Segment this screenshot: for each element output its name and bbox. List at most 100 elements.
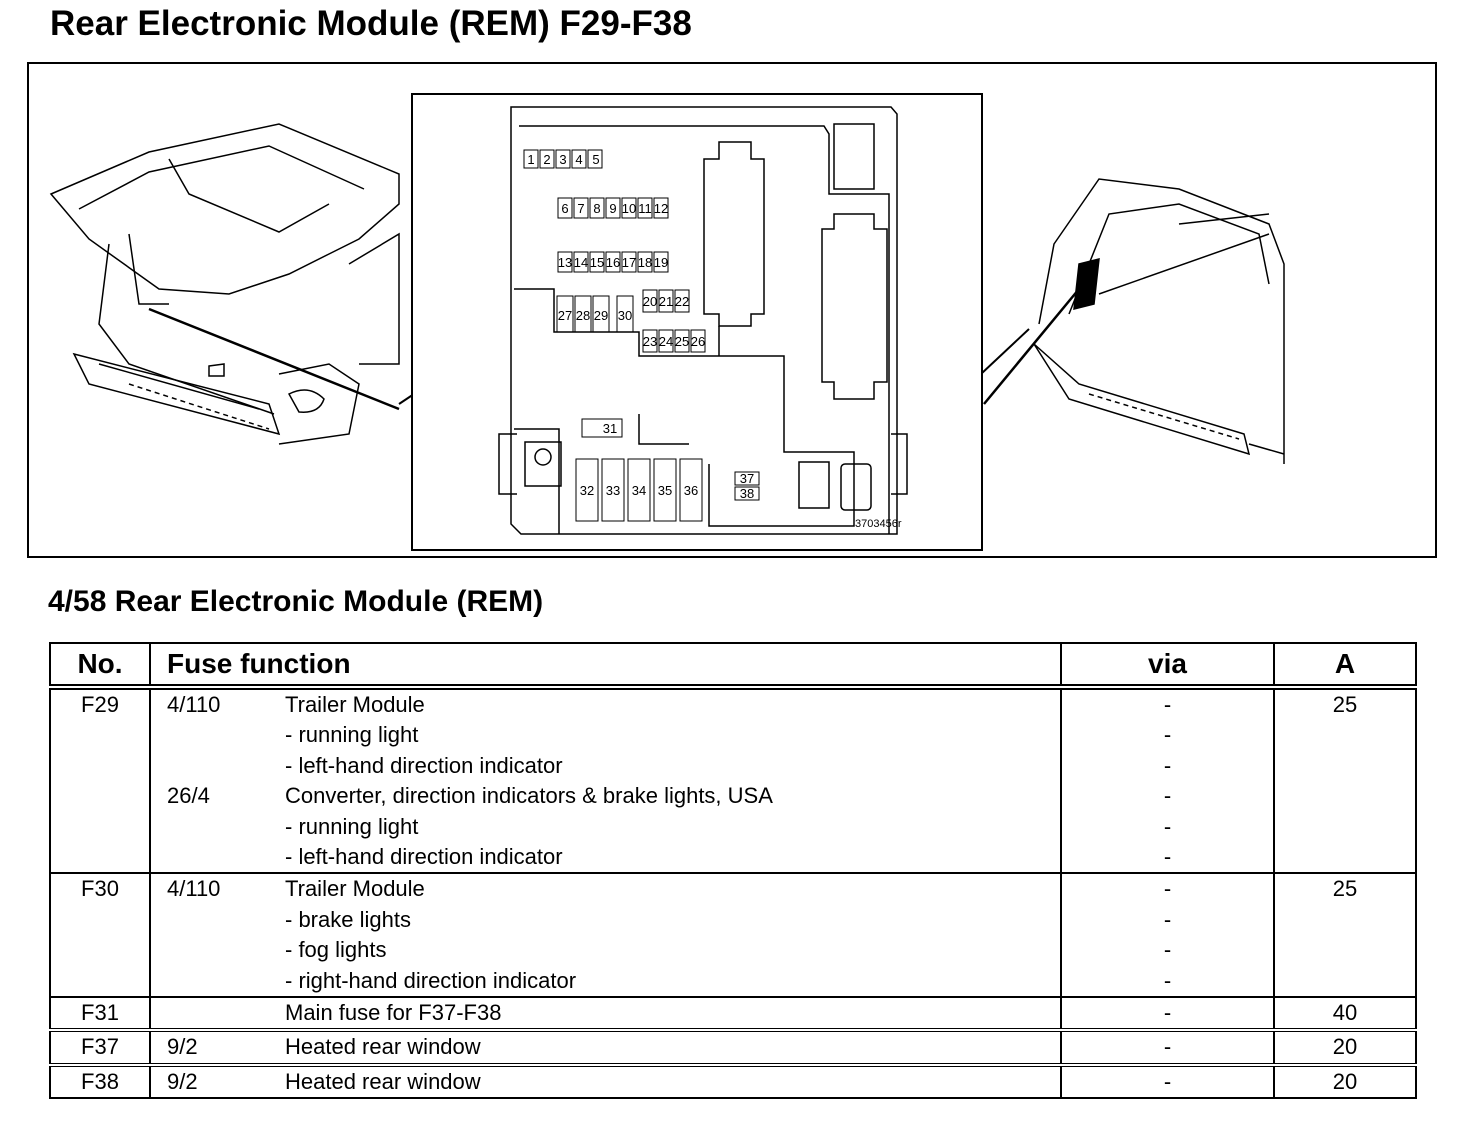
via-value: - — [1163, 692, 1172, 717]
fuse-via: ---- — [1060, 873, 1275, 997]
fuse-amperage: 25 — [1273, 687, 1417, 874]
fuse-via: - — [1060, 1030, 1275, 1065]
fuse-label: 29 — [594, 308, 608, 323]
fuse-number: F29 — [49, 687, 151, 874]
fuse-small-row-2: 6 7 8 9 10 11 12 — [557, 197, 669, 219]
component-code — [151, 966, 285, 996]
fuse-amperage: 40 — [1273, 996, 1417, 1031]
function-text: - brake lights — [285, 906, 411, 932]
fuse-amperage: 20 — [1273, 1030, 1417, 1065]
component-code — [151, 935, 285, 965]
fuse-label: 23 — [643, 334, 657, 349]
via-value: - — [1163, 843, 1172, 869]
fuse-label: 25 — [675, 334, 689, 349]
via-value: - — [1163, 752, 1172, 778]
page-title: Rear Electronic Module (REM) F29-F38 — [50, 4, 692, 43]
fuse-small-row-5: 23 24 25 26 — [642, 329, 706, 353]
fuse-label: 11 — [638, 201, 652, 216]
fuse-function: Main fuse for F37-F38 — [149, 996, 1062, 1031]
function-text: Trailer Module — [285, 692, 425, 717]
function-text: Heated rear window — [285, 1068, 481, 1094]
fuse-label: 31 — [603, 421, 617, 436]
component-code — [151, 812, 285, 842]
component-code — [151, 751, 285, 781]
fuse-label: 14 — [574, 255, 588, 270]
function-text: Heated rear window — [285, 1034, 481, 1060]
function-text: - running light — [285, 813, 419, 839]
fuse-function: 4/110 Trailer Module - running light - left… — [149, 687, 1062, 874]
fuse-label: 19 — [654, 255, 668, 270]
fuse-label: 12 — [654, 201, 668, 216]
fuse-label: 6 — [561, 201, 568, 216]
fuse-label: 3 — [559, 152, 566, 167]
header-amps: A — [1273, 642, 1417, 687]
fuse-label: 7 — [577, 201, 584, 216]
fuse-number: F30 — [49, 873, 151, 997]
fuse-label: 10 — [622, 201, 636, 216]
fuse-function: 9/2 Heated rear window — [149, 1030, 1062, 1065]
header-no: No. — [49, 642, 151, 687]
component-code — [151, 720, 285, 750]
fuse-label: 33 — [606, 483, 620, 498]
component-code — [151, 905, 285, 935]
fuse-label: 9 — [609, 201, 616, 216]
fuse-label: 34 — [632, 483, 646, 498]
fuse-box-figure: 1 2 3 4 5 6 7 8 9 10 11 12 — [27, 62, 1437, 558]
right-car-illustration — [983, 178, 1285, 464]
fuse-small-row-3: 13 14 15 16 17 18 19 — [557, 251, 669, 273]
header-function: Fuse function — [149, 642, 1062, 687]
function-text: - running light — [285, 722, 419, 748]
fuse-number: F38 — [49, 1064, 151, 1100]
function-text: Trailer Module — [285, 876, 425, 902]
fuse-label: 17 — [622, 255, 636, 270]
via-value: - — [1163, 937, 1172, 963]
fuse-large-row: 31 32 33 34 35 36 37 38 — [575, 418, 760, 522]
component-code: 9/2 — [167, 1034, 198, 1060]
function-text: Converter, direction indicators & brake … — [285, 783, 773, 809]
fuse-number: F37 — [49, 1030, 151, 1065]
fuse-label: 37 — [740, 471, 754, 486]
fuse-label: 38 — [740, 486, 754, 501]
via-value: - — [1163, 876, 1172, 902]
fuse-label: 22 — [675, 294, 689, 309]
via-value: - — [1163, 999, 1172, 1025]
left-car-illustration — [49, 123, 400, 445]
fuse-label: 18 — [638, 255, 652, 270]
via-value: - — [1163, 783, 1172, 809]
function-text: - left-hand direction indicator — [285, 752, 563, 778]
via-value: - — [1163, 1034, 1172, 1060]
fuse-via: ------ — [1060, 687, 1275, 874]
fuse-box-illustration: 1 2 3 4 5 6 7 8 9 10 11 12 — [49, 93, 1285, 551]
fuse-label: 27 — [558, 308, 572, 323]
fuse-label: 32 — [580, 483, 594, 498]
fuse-amperage: 20 — [1273, 1064, 1417, 1100]
fuse-number: F31 — [49, 996, 151, 1031]
section-title: 4/58 Rear Electronic Module (REM) — [48, 585, 544, 618]
fuse-label: 30 — [618, 308, 632, 323]
fuse-label: 26 — [691, 334, 705, 349]
fuse-small-row-1: 1 2 3 4 5 — [523, 149, 603, 169]
fuse-label: 28 — [576, 308, 590, 323]
function-text: - right-hand direction indicator — [285, 967, 577, 993]
fuse-label: 35 — [658, 483, 672, 498]
function-text: Main fuse for F37-F38 — [285, 999, 502, 1025]
table-row: F31 Main fuse for F37-F38 - 40 — [49, 996, 1417, 1031]
fuse-label: 2 — [543, 152, 550, 167]
fuse-label: 1 — [527, 152, 534, 167]
fuse-small-row-4: 20 21 22 — [642, 289, 690, 313]
figure-code: 3703456r — [855, 518, 902, 530]
fuse-label: 20 — [643, 294, 657, 309]
fuse-label: 13 — [558, 255, 572, 270]
fuse-label: 24 — [659, 334, 673, 349]
component-code: 26/4 — [167, 783, 210, 809]
table-header-row: No. Fuse function via A — [49, 642, 1417, 687]
fuse-label: 16 — [606, 255, 620, 270]
component-code: 4/110 — [167, 692, 221, 717]
component-code: 4/110 — [167, 876, 221, 902]
via-value: - — [1163, 813, 1172, 839]
via-value: - — [1163, 1068, 1172, 1094]
